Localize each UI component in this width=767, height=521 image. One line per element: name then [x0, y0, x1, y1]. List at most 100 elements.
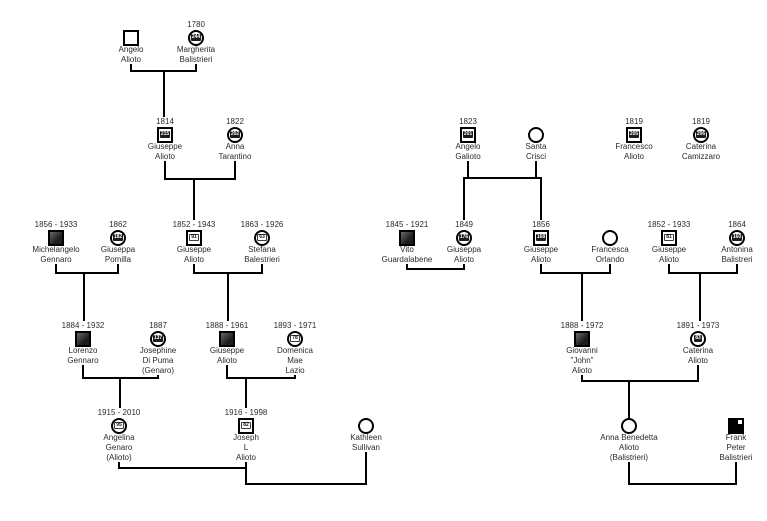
female-icon[interactable] [528, 126, 544, 143]
female-icon[interactable]: 95 [111, 417, 127, 434]
person-dates: 1819 [692, 117, 710, 126]
female-icon[interactable]: 137 [150, 330, 166, 347]
marriage-line [628, 483, 737, 485]
male-icon[interactable]: 168 [533, 229, 549, 246]
child-connector [540, 177, 542, 220]
person-dates: 1856 [532, 220, 550, 229]
female-icon[interactable]: 160 [729, 229, 745, 246]
spouse-connector [736, 264, 738, 274]
spouse-connector [463, 264, 465, 270]
person-dates: 1916 - 1998 [224, 408, 268, 417]
female-icon[interactable]: 206 [693, 126, 709, 143]
male-icon[interactable] [75, 330, 91, 347]
male-icon[interactable] [574, 330, 590, 347]
female-icon[interactable]: 63 [254, 229, 270, 246]
male-icon[interactable] [48, 229, 64, 246]
child-connector [581, 272, 583, 321]
spouse-connector [467, 161, 469, 179]
record-count-badge: 201 [462, 131, 474, 138]
person-dates: 1845 - 1921 [385, 220, 429, 229]
female-icon[interactable]: 176 [456, 229, 472, 246]
spouse-connector [261, 264, 263, 274]
male-icon[interactable] [399, 229, 415, 246]
spouse-connector [540, 264, 542, 274]
female-icon[interactable]: 182 [110, 229, 126, 246]
male-icon[interactable]: 205 [626, 126, 642, 143]
child-connector [83, 272, 85, 321]
record-count-badge: 244 [190, 34, 202, 41]
record-count-badge: 182 [112, 234, 124, 241]
record-count-badge: 168 [535, 234, 547, 241]
person-dates: 1863 - 1926 [240, 220, 284, 229]
male-icon[interactable]: 215 [157, 126, 173, 143]
person-dates: 1856 - 1933 [34, 220, 78, 229]
female-icon[interactable]: 83 [690, 330, 706, 347]
female-icon[interactable] [621, 417, 637, 434]
male-icon[interactable]: 201 [460, 126, 476, 143]
child-connector [463, 177, 465, 220]
marriage-line [581, 380, 699, 382]
male-icon[interactable]: 81 [661, 229, 677, 246]
spouse-connector [697, 365, 699, 382]
record-count-badge: 83 [694, 335, 702, 342]
male-icon[interactable] [123, 29, 139, 46]
spouse-connector [735, 462, 737, 485]
female-icon[interactable]: 78 [287, 330, 303, 347]
female-icon[interactable]: 244 [188, 29, 204, 46]
marriage-line [463, 177, 542, 179]
male-icon[interactable]: 91 [186, 229, 202, 246]
spouse-connector [628, 462, 630, 485]
record-count-badge: 82 [241, 422, 251, 429]
record-count-badge: 63 [257, 234, 267, 241]
male-icon[interactable] [728, 417, 744, 434]
male-icon[interactable] [219, 330, 235, 347]
person-dates: 1819 [625, 117, 643, 126]
person-dates: 1852 - 1943 [172, 220, 216, 229]
spouse-connector [118, 462, 120, 469]
male-icon[interactable]: 82 [238, 417, 254, 434]
spouse-connector [609, 264, 611, 274]
female-icon[interactable] [602, 229, 618, 246]
child-connector [119, 377, 121, 408]
female-icon[interactable]: 202 [227, 126, 243, 143]
female-icon[interactable] [358, 417, 374, 434]
